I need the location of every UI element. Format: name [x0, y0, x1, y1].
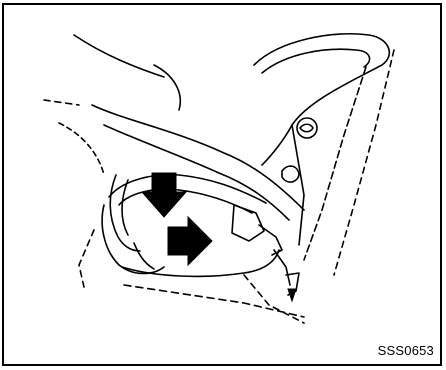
seat-shell-curve: [154, 65, 180, 110]
seat-shell-dash: [44, 100, 79, 105]
strap-loop-inner: [122, 180, 128, 235]
seat-base-front: [109, 175, 266, 203]
seat-shell-top: [74, 35, 164, 77]
shoulder-belt-lower: [104, 125, 289, 220]
headrest-inner: [262, 49, 370, 73]
seat-back-edge: [304, 67, 366, 260]
seatback-latch: [282, 166, 299, 182]
cushion-dash-2: [124, 285, 304, 317]
cushion-dash-3: [244, 275, 304, 323]
adjuster-knob-detail: [300, 124, 313, 132]
arrow-down-icon: [142, 173, 186, 217]
latch-body: [232, 205, 264, 241]
cushion-edge: [134, 243, 154, 269]
cushion-dash: [79, 230, 94, 287]
seat-back-inner: [292, 125, 304, 245]
illustration-frame: SSS0653: [2, 3, 442, 366]
figure-code: SSS0653: [378, 343, 434, 358]
child-seat-installation-illustration: [4, 5, 444, 368]
seat-shell-dash-2: [59, 123, 104, 175]
headrest-outline: [254, 34, 389, 165]
seat-back-edge-outer: [334, 50, 394, 275]
arrow-right-icon: [168, 217, 212, 265]
